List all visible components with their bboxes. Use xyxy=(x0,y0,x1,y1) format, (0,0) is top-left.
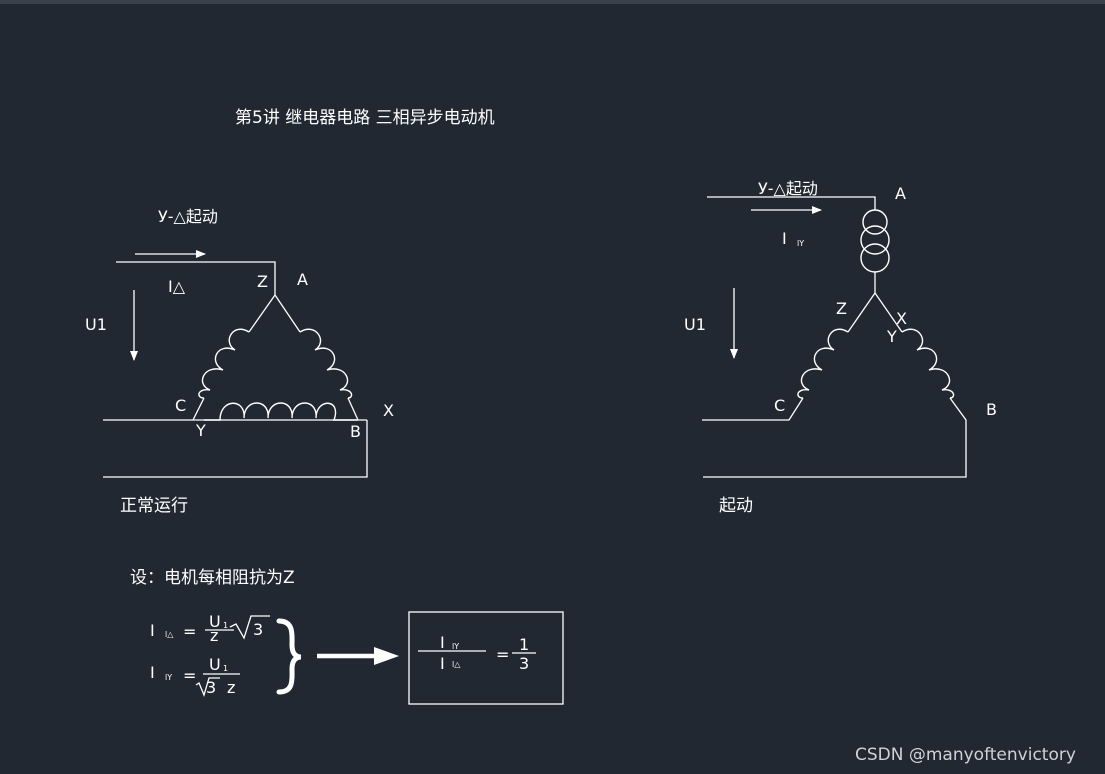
f1-numerator: U xyxy=(209,612,221,631)
f1-numerator-sub: 1 xyxy=(223,621,228,630)
left-lead-c xyxy=(192,397,205,421)
right-line-middle xyxy=(702,397,804,421)
f2-numerator: U xyxy=(209,655,221,674)
right-terminal-c: C xyxy=(774,396,785,415)
left-current-label: I△ xyxy=(168,277,186,296)
window-top-border xyxy=(0,0,1105,4)
result-numerator: I xyxy=(440,633,445,652)
f2-denominator: z xyxy=(227,678,235,697)
f1-root: 3 xyxy=(253,620,263,639)
right-coil-zc xyxy=(797,328,849,399)
f1-lhs: I xyxy=(150,621,155,640)
f2-equals: = xyxy=(183,666,196,685)
f2-numerator-sub: 1 xyxy=(223,664,228,673)
right-coil-yb xyxy=(901,328,955,399)
right-terminal-x: X xyxy=(896,309,907,328)
curly-brace xyxy=(276,618,302,695)
result-arrow xyxy=(317,647,399,665)
left-lead-x xyxy=(347,397,359,421)
right-line-bottom xyxy=(703,397,967,478)
left-lead-a xyxy=(274,294,301,333)
right-start-label: У-△起动 xyxy=(758,179,818,198)
assumption-text: 设：电机每相阻抗为Z xyxy=(130,568,295,588)
formula-star-current: I lY = U 1 3 z xyxy=(150,655,240,697)
f1-lhs-sub: l△ xyxy=(165,630,174,639)
right-lead-x xyxy=(874,292,903,333)
watermark: CSDN @manyoftenvictory xyxy=(855,745,1076,765)
right-current-subscript: lY xyxy=(797,239,804,248)
left-caption: 正常运行 xyxy=(120,496,188,516)
page-title: 第5讲 继电器电路 三相异步电动机 xyxy=(235,108,495,128)
formula-block: 设：电机每相阻抗为Z I l△ = U 1 z 3 I lY = U 1 3 z xyxy=(130,568,564,705)
f2-lhs: I xyxy=(150,663,155,682)
left-terminal-x: X xyxy=(383,401,394,420)
result-value-numerator: 1 xyxy=(519,635,529,654)
right-line-top xyxy=(707,196,876,210)
result-numerator-sub: lY xyxy=(452,642,459,651)
right-voltage-label: U1 xyxy=(684,315,706,334)
formula-delta-current: I l△ = U 1 z 3 xyxy=(150,612,270,645)
left-lead-z xyxy=(248,294,276,333)
f2-lhs-sub: lY xyxy=(165,673,172,682)
right-caption: 起动 xyxy=(719,496,753,516)
result-value-denominator: 3 xyxy=(519,654,529,673)
result-equals: = xyxy=(496,645,509,664)
f2-root: 3 xyxy=(206,678,216,697)
left-voltage-label: U1 xyxy=(85,315,107,334)
result-denominator: I xyxy=(440,654,445,673)
left-terminal-b: B xyxy=(350,422,361,441)
f1-denominator: z xyxy=(210,626,218,645)
left-coil-yb xyxy=(204,402,358,421)
f1-sqrt-sign xyxy=(229,615,270,640)
left-line-top xyxy=(116,261,276,295)
left-terminal-y: Y xyxy=(195,421,206,440)
star-connection-diagram: У-△起动 I lY U1 A Z X Y C B 起动 xyxy=(684,179,997,516)
result-denominator-sub: l△ xyxy=(452,660,461,669)
right-terminal-y: Y xyxy=(886,327,897,346)
left-terminal-z: Z xyxy=(257,272,268,291)
left-terminal-a: A xyxy=(297,270,308,289)
right-lead-z xyxy=(847,292,876,333)
right-coil-a xyxy=(860,209,890,293)
left-line-bottom xyxy=(103,420,368,478)
left-coil-ax xyxy=(299,328,353,399)
f2-sqrt-sign xyxy=(195,677,220,697)
right-terminal-a: A xyxy=(895,184,906,203)
right-terminal-b: B xyxy=(986,400,997,419)
left-coil-zc xyxy=(198,328,250,399)
left-terminal-c: C xyxy=(175,396,186,415)
f1-equals: = xyxy=(183,622,196,641)
delta-connection-diagram: У-△起动 I△ U1 Z A C Y X B 正常运行 xyxy=(85,207,394,516)
result-ratio: I lY I l△ = 1 3 xyxy=(418,633,536,673)
result-box xyxy=(408,611,564,705)
right-terminal-z: Z xyxy=(836,299,847,318)
right-current-label: I xyxy=(782,229,787,248)
left-start-label: У-△起动 xyxy=(158,207,218,226)
